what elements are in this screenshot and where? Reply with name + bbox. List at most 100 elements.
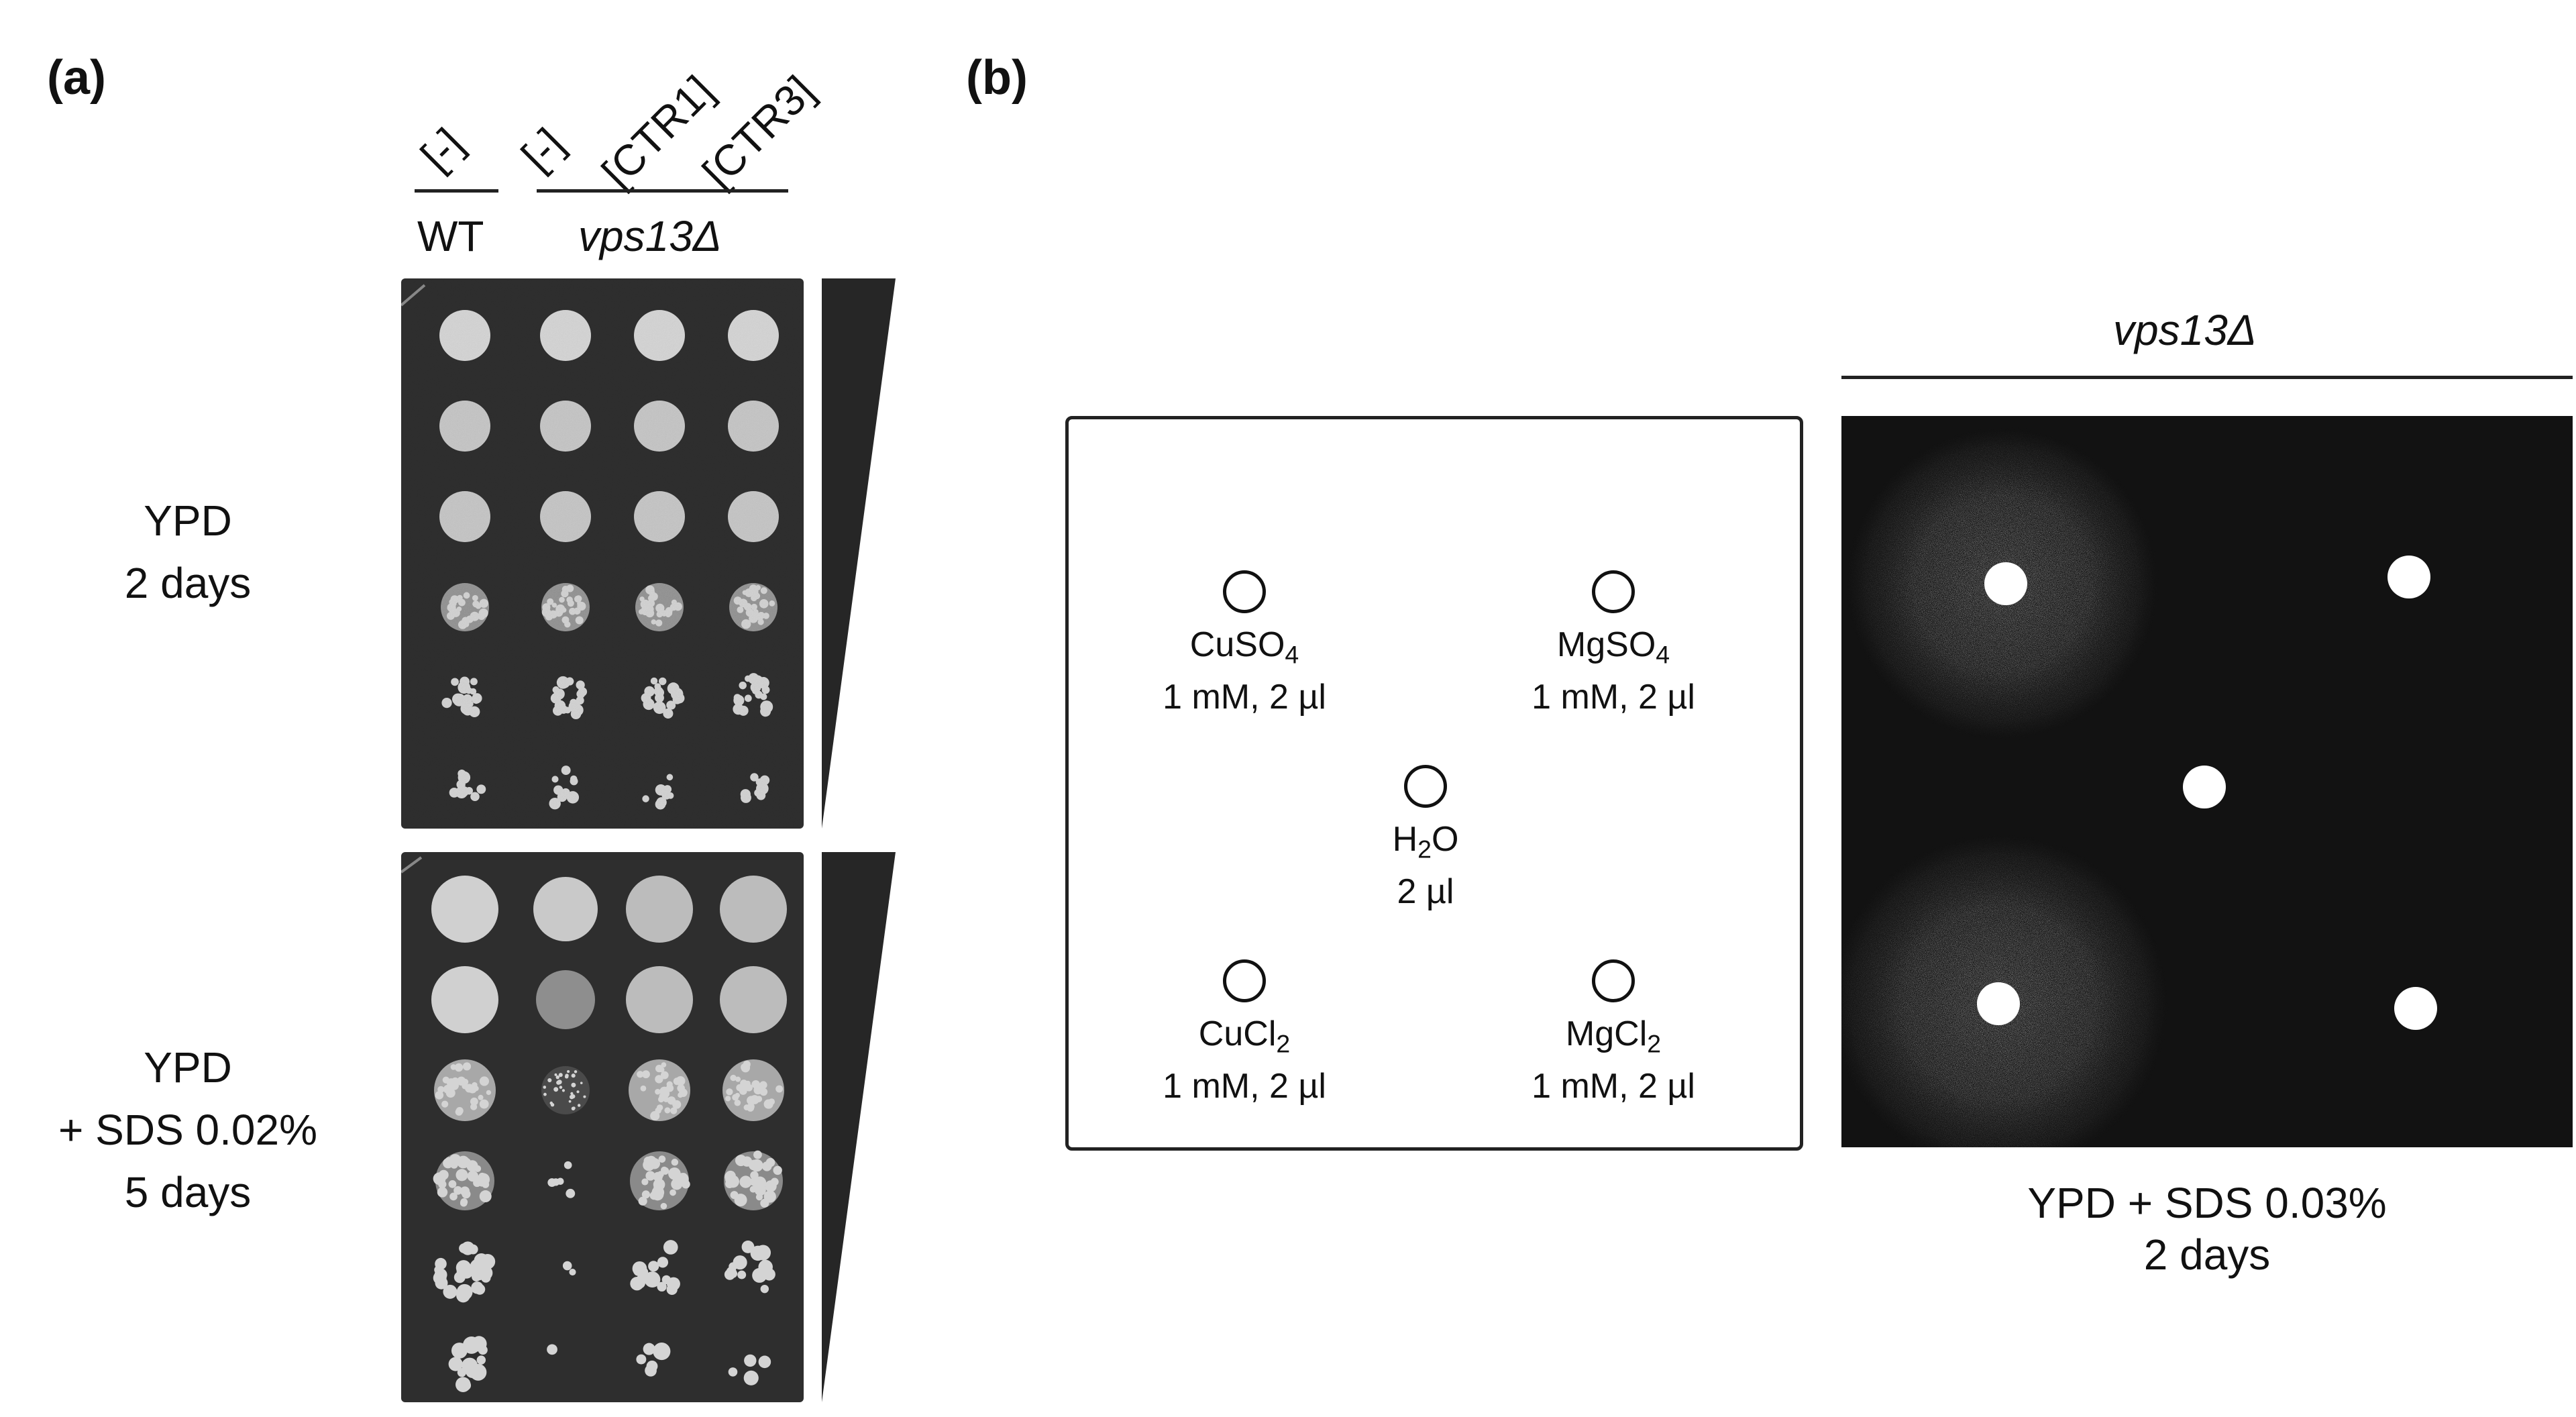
colony-sds-lane1-row4	[437, 1187, 448, 1198]
colony-sds-lane1-row2	[431, 966, 498, 1033]
colony-ypd-lane3-row5	[663, 708, 674, 719]
colony-sds-lane2-row3	[571, 1073, 576, 1078]
colony-sds-lane4-row4	[760, 1198, 769, 1208]
colony-sds-lane3-row5	[644, 1271, 661, 1288]
colony-sds-lane1-row6	[448, 1357, 463, 1371]
colony-ypd-lane4-row6	[750, 773, 759, 782]
well-h2o-formula: H2O	[1392, 820, 1459, 863]
lane-header-ctr1: [CTR1]	[592, 66, 723, 197]
well-cuso4-dose: 1 mM, 2 µl	[1163, 677, 1326, 717]
colony-ypd-lane3-row5	[667, 682, 680, 695]
dilution-wedge-bottom	[822, 852, 896, 1402]
colony-sds-lane1-row3	[473, 1086, 479, 1092]
colony-sds-lane4-row5	[737, 1270, 747, 1279]
colony-sds-lane4-row4	[773, 1165, 782, 1175]
colony-ypd-lane3-row5	[644, 686, 655, 697]
colony-ypd-lane1-row2	[439, 401, 490, 452]
colony-sds-lane2-row3	[547, 1078, 552, 1083]
colony-sds-lane2-row3	[543, 1092, 547, 1096]
colony-ypd-lane3-row3	[634, 491, 685, 542]
colony-ypd-lane2-row4	[567, 600, 574, 607]
colony-ypd-lane1-row4	[478, 613, 485, 620]
colony-sds-lane4-row4	[765, 1192, 775, 1202]
well-cucl2-icon	[1223, 959, 1266, 1002]
colony-sds-lane3-row6	[653, 1343, 671, 1361]
colony-sds-lane4-row3	[741, 1063, 749, 1071]
condition-top-medium: YPD	[144, 496, 232, 545]
colony-sds-lane3-row6	[645, 1364, 657, 1377]
disc-mgcl2	[2394, 987, 2437, 1030]
well-cucl2-label: CuCl2 1 mM, 2 µl	[1117, 1010, 1372, 1111]
colony-sds-lane4-row3	[739, 1087, 747, 1095]
disc-mgso4	[2387, 556, 2430, 598]
colony-sds-lane3-row4	[645, 1171, 655, 1181]
colony-ypd-lane4-row5	[760, 706, 771, 717]
colony-sds-lane4-row4	[734, 1194, 747, 1207]
colony-ypd-lane2-row4	[577, 600, 582, 607]
colony-ypd-lane4-row3	[728, 491, 779, 542]
colony-ypd-lane3-row1	[634, 310, 685, 361]
colony-ypd-lane2-row4	[561, 607, 567, 613]
colony-sds-lane4-row5	[741, 1241, 755, 1253]
well-h2o-dose: 2 µl	[1397, 872, 1454, 911]
colony-sds-lane4-row3	[726, 1088, 733, 1096]
panel-b-divider	[1841, 376, 2573, 379]
colony-sds-lane2-row3	[561, 1089, 566, 1092]
colony-ypd-lane3-row4	[671, 599, 678, 605]
colony-sds-lane1-row6	[471, 1336, 487, 1352]
condition-bottom: YPD + SDS 0.02% 5 days	[13, 1037, 362, 1223]
colony-ypd-lane3-row4	[655, 603, 665, 613]
colony-ypd-lane4-row4	[753, 609, 759, 615]
colony-ypd-lane2-row5	[568, 700, 581, 713]
colony-sds-lane4-row3	[743, 1104, 750, 1111]
colony-sds-lane3-row4	[681, 1179, 690, 1189]
mutant-divider	[537, 189, 788, 193]
colony-ypd-lane1-row5	[451, 678, 459, 686]
colony-ypd-lane1-row5	[455, 694, 464, 703]
colony-sds-lane3-row4	[680, 1173, 688, 1179]
colony-ypd-lane2-row4	[555, 609, 564, 617]
colony-sds-lane1-row5	[483, 1254, 492, 1263]
colony-sds-lane2-row3	[569, 1094, 574, 1100]
colony-ypd-lane3-row4	[638, 609, 644, 615]
colony-ypd-lane4-row4	[749, 584, 758, 593]
colony-ypd-lane1-row4	[472, 600, 480, 608]
colony-sds-lane3-row3	[665, 1084, 674, 1092]
disc-h2o	[2183, 766, 2226, 808]
strain-wt-label: WT	[417, 212, 484, 260]
colony-ypd-lane1-row4	[479, 598, 489, 608]
condition-top-time: 2 days	[124, 558, 252, 607]
colony-sds-lane2-row3	[554, 1073, 557, 1076]
spot-plate-sds	[401, 852, 804, 1402]
colony-sds-lane3-row5	[661, 1275, 672, 1285]
colony-sds-lane2-row3	[574, 1070, 578, 1073]
colony-sds-lane4-row4	[735, 1155, 747, 1167]
colony-sds-lane4-row5	[763, 1268, 775, 1281]
colony-ypd-lane2-row6	[570, 777, 578, 786]
colony-sds-lane1-row4	[460, 1199, 468, 1207]
colony-ypd-lane4-row4	[769, 600, 775, 607]
colony-sds-lane4-row4	[739, 1175, 752, 1188]
well-cuso4-formula: CuSO4	[1189, 625, 1299, 669]
colony-ypd-lane1-row6	[458, 786, 470, 797]
colony-sds-lane1-row5	[478, 1265, 493, 1281]
colony-sds-lane4-row3	[730, 1074, 737, 1082]
colony-sds-lane4-row3	[740, 1080, 748, 1088]
colony-sds-lane1-row4	[449, 1192, 458, 1201]
colony-ypd-lane4-row4	[759, 599, 769, 609]
colony-sds-lane4-row3	[745, 1080, 751, 1086]
colony-sds-lane1-row4	[482, 1180, 490, 1188]
colony-ypd-lane2-row2	[540, 401, 591, 452]
well-mgcl2-formula: MgCl2	[1565, 1014, 1662, 1058]
colony-sds-lane2-row3	[543, 1086, 547, 1089]
colony-sds-lane2-row3	[580, 1082, 583, 1084]
colony-sds-lane3-row6	[643, 1343, 655, 1355]
colony-sds-lane2-row3	[558, 1073, 563, 1078]
colony-sds-lane3-row3	[670, 1107, 678, 1114]
colony-ypd-lane2-row5	[576, 690, 586, 698]
well-layout-legend: CuSO4 1 mM, 2 µl MgSO4 1 mM, 2 µl H2O 2 …	[1065, 416, 1803, 1151]
colony-ypd-lane2-row1	[540, 310, 591, 361]
colony-sds-lane4-row3	[765, 1100, 773, 1109]
colony-sds-lane3-row4	[638, 1196, 647, 1206]
colony-ypd-lane3-row6	[666, 774, 674, 781]
